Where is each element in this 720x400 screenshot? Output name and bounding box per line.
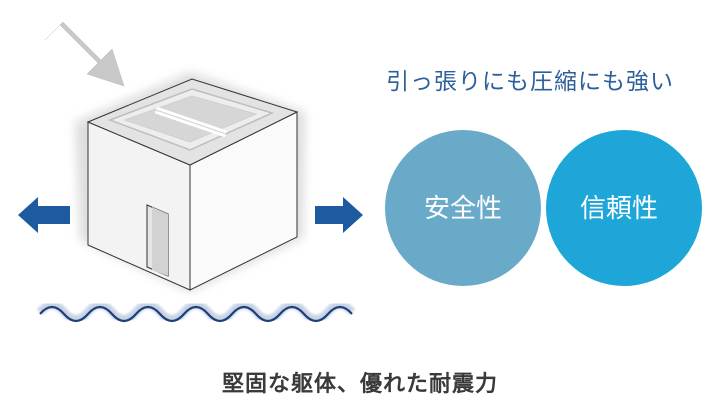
venn-diagram: 安全性 信頼性 xyxy=(385,130,702,286)
right-push-arrow-icon xyxy=(315,197,363,233)
headline-text: 引っ張りにも圧縮にも強い xyxy=(386,69,674,95)
circle-safety xyxy=(385,130,541,286)
caption-text: 堅固な躯体、優れた耐震力 xyxy=(221,372,498,397)
circle-label-safety: 安全性 xyxy=(424,194,502,224)
compression-arrow-icon xyxy=(44,21,125,87)
left-push-arrow-icon xyxy=(18,197,70,233)
seismic-wave-icon xyxy=(36,301,356,323)
circle-reliability xyxy=(546,130,702,286)
building-illustration xyxy=(75,72,305,292)
circle-label-reliability: 信頼性 xyxy=(580,194,658,224)
